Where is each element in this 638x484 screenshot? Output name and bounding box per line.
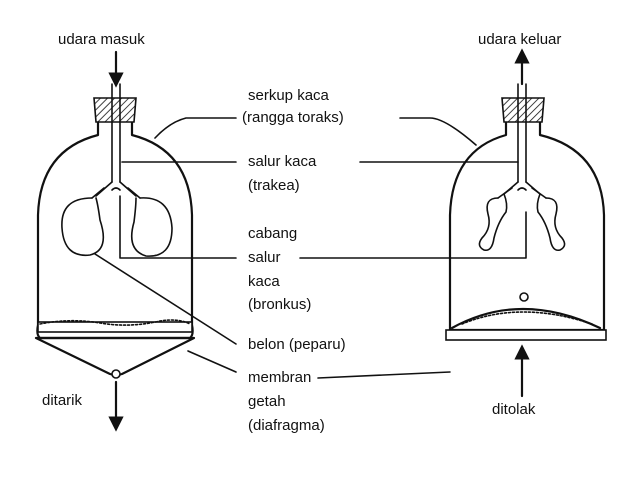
label-branch-2: salur [248, 249, 281, 266]
right-glass-tube [517, 83, 527, 183]
right-membrane [445, 292, 607, 341]
label-ditarik: ditarik [42, 392, 83, 409]
left-balloons [61, 197, 173, 257]
left-membrane [34, 319, 196, 379]
label-membrane-1: membran [248, 369, 311, 386]
label-glass-tube-1: salur kaca [248, 153, 317, 170]
right-bronchi [497, 181, 547, 199]
label-balloon: belon (peparu) [248, 336, 346, 353]
right-balloons [478, 193, 566, 252]
label-branch-3: kaca [248, 273, 280, 290]
left-bell-jar [36, 120, 194, 340]
right-stopper [501, 97, 545, 123]
label-bell-jar-1: serkup kaca [248, 87, 330, 104]
label-bell-jar-2: (rangga toraks) [242, 109, 344, 126]
label-branch-4: (bronkus) [248, 296, 311, 313]
left-bronchi [91, 181, 141, 199]
label-membrane-3: (diafragma) [248, 417, 325, 434]
leader-lines [94, 117, 527, 379]
label-glass-tube-2: (trakea) [248, 177, 300, 194]
left-stopper [93, 97, 137, 123]
label-branch-1: cabang [248, 225, 297, 242]
label-ditolak: ditolak [492, 401, 536, 418]
label-udara-keluar: udara keluar [478, 31, 561, 48]
left-apparatus [34, 50, 196, 432]
label-udara-masuk: udara masuk [58, 31, 145, 48]
right-apparatus [445, 48, 607, 398]
left-glass-tube [111, 83, 121, 183]
label-membrane-2: getah [248, 393, 286, 410]
